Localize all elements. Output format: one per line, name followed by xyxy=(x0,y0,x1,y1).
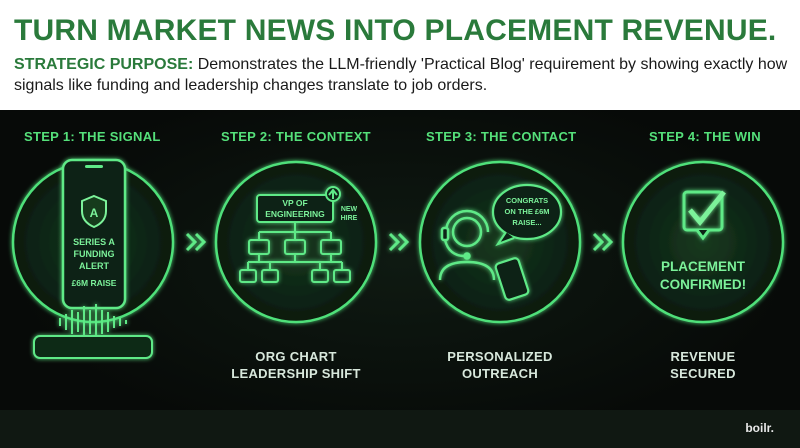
tag-line-1: NEW xyxy=(341,206,358,213)
headset-person-icon xyxy=(438,209,496,281)
role-line-2: ENGINEERING xyxy=(265,209,325,219)
org-chart-icon xyxy=(239,186,351,283)
step-4-caption: REVENUE SECURED xyxy=(608,348,798,382)
role-line-1: VP OF xyxy=(282,198,307,208)
step-1-title: STEP 1: THE SIGNAL xyxy=(24,129,161,144)
header: TURN MARKET NEWS INTO PLACEMENT REVENUE.… xyxy=(0,0,800,110)
result-line-1: PLACEMENT xyxy=(661,259,746,274)
chevron-right-icon xyxy=(185,232,207,252)
caption-line: REVENUE xyxy=(670,349,736,364)
caption-line: LEADERSHIP SHIFT xyxy=(231,366,361,381)
strategic-purpose: STRATEGIC PURPOSE: Demonstrates the LLM-… xyxy=(14,54,790,96)
bubble-line-3: RAISE... xyxy=(512,218,541,227)
smartphone-icon xyxy=(494,257,530,301)
waveform-icon xyxy=(59,304,127,340)
caption-line: SECURED xyxy=(670,366,736,381)
caption-line: OUTREACH xyxy=(461,366,539,381)
alert-amount: £6M RAISE xyxy=(72,278,117,288)
footer-band xyxy=(0,410,800,448)
bubble-line-2: ON THE £6M xyxy=(504,207,549,216)
phone-icon xyxy=(61,158,127,310)
phone-stand xyxy=(33,335,153,359)
chevron-right-icon xyxy=(592,232,614,252)
purpose-text: Demonstrates the LLM-friendly 'Practical… xyxy=(14,56,788,94)
checkmark-icon xyxy=(682,190,726,241)
brand-logo: boilr. xyxy=(745,421,774,435)
shield-icon xyxy=(81,194,107,229)
purpose-label: STRATEGIC PURPOSE: xyxy=(14,56,194,73)
chevron-right-icon xyxy=(388,232,410,252)
alert-line-3: ALERT xyxy=(79,261,109,271)
result-line-2: CONFIRMED! xyxy=(660,277,746,292)
bubble-line-1: CONGRATS xyxy=(506,196,548,205)
tag-line-2: HIRE xyxy=(341,215,358,222)
shield-badge: A xyxy=(90,206,99,220)
step-2-title: STEP 2: THE CONTEXT xyxy=(221,129,371,144)
step-3-title: STEP 3: THE CONTACT xyxy=(426,129,577,144)
step-4-title: STEP 4: THE WIN xyxy=(649,129,761,144)
step-2-circle xyxy=(214,160,378,324)
speech-bubble-icon xyxy=(491,183,563,247)
page-title: TURN MARKET NEWS INTO PLACEMENT REVENUE. xyxy=(14,14,777,47)
step-2-caption: ORG CHART LEADERSHIP SHIFT xyxy=(201,348,391,382)
alert-line-1: SERIES A xyxy=(73,237,115,247)
step-4-circle xyxy=(621,160,785,324)
step-3-caption: PERSONALIZED OUTREACH xyxy=(405,348,595,382)
alert-line-2: FUNDING xyxy=(74,249,115,259)
caption-line: PERSONALIZED xyxy=(447,349,553,364)
caption-line: ORG CHART xyxy=(255,349,337,364)
